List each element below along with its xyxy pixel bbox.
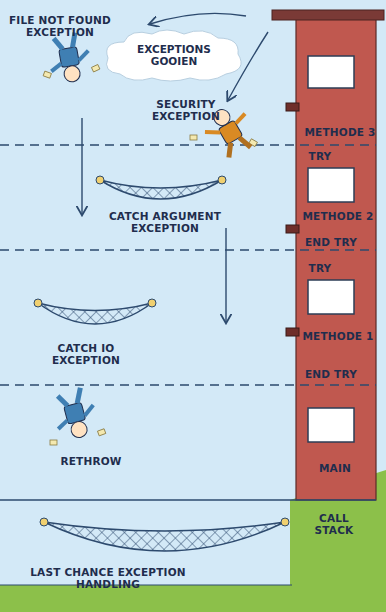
building bbox=[272, 10, 384, 500]
safety-net bbox=[96, 176, 226, 199]
diagram-label: METHODE 1 bbox=[296, 330, 380, 342]
floor-divider bbox=[0, 499, 376, 500]
diagram-label: METHODE 2 bbox=[296, 210, 380, 222]
diagram-label: CALL STACK bbox=[306, 512, 362, 536]
diagram-label: TRY bbox=[300, 262, 340, 274]
diagram-label: SECURITY EXCEPTION bbox=[140, 98, 232, 122]
safety-net bbox=[40, 518, 289, 551]
node-text: EXCEPTIONS GOOIEN bbox=[100, 43, 248, 67]
ground-line bbox=[0, 584, 292, 585]
diagram-label: MAIN bbox=[310, 462, 360, 474]
sky bbox=[0, 0, 386, 585]
diagram-label: CATCH IO EXCEPTION bbox=[38, 342, 134, 366]
diagram-label: RETHROW bbox=[46, 455, 136, 467]
diagram-label: END TRY bbox=[296, 236, 366, 248]
paper-scrap bbox=[43, 64, 257, 445]
diagram-label: END TRY bbox=[296, 368, 366, 380]
diagram-label: METHODE 3 bbox=[300, 126, 380, 138]
fall-arrow bbox=[82, 13, 268, 322]
falling-person bbox=[49, 386, 100, 443]
falling-person bbox=[45, 31, 93, 85]
cloud-node: EXCEPTIONS GOOIEN bbox=[100, 26, 248, 84]
diagram-label: TRY bbox=[300, 150, 340, 162]
diagram-label: CATCH ARGUMENT EXCEPTION bbox=[95, 210, 235, 234]
diagram-label: FILE NOT FOUND EXCEPTION bbox=[0, 14, 120, 38]
safety-net bbox=[34, 299, 156, 324]
floor-divider bbox=[0, 145, 376, 385]
diagram-label: LAST CHANCE EXCEPTION HANDLING bbox=[20, 566, 196, 590]
